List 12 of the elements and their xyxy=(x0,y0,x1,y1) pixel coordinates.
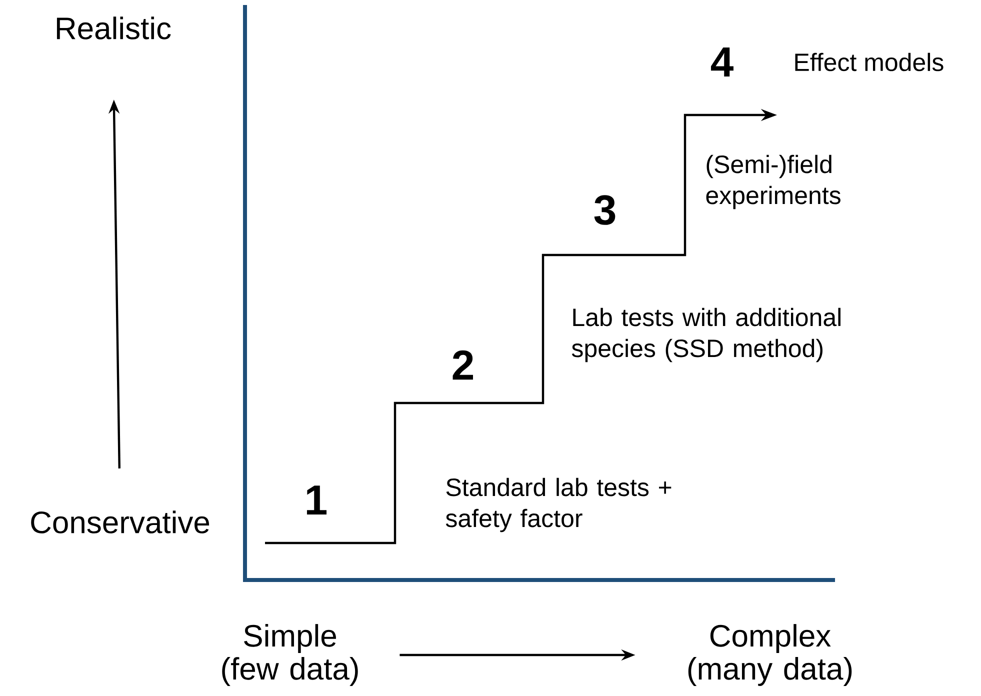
axis-label: Complex (many data) xyxy=(688,624,852,686)
step-label: Lab tests with additional species (SSD method) xyxy=(572,308,840,362)
step-number: 4 xyxy=(710,48,734,76)
step-number: 1 xyxy=(306,486,327,514)
step-number: 3 xyxy=(594,195,616,225)
step-label: Standard lab tests + safety factor xyxy=(446,478,672,532)
axis-label: Conservative xyxy=(31,510,210,534)
step-label: (Semi-)field experiments xyxy=(706,154,840,210)
axis-label: Realistic xyxy=(56,16,171,40)
axis-label: Simple (few data) xyxy=(222,624,358,686)
step-number: 2 xyxy=(452,350,473,380)
step-label: Effect models xyxy=(795,52,944,72)
